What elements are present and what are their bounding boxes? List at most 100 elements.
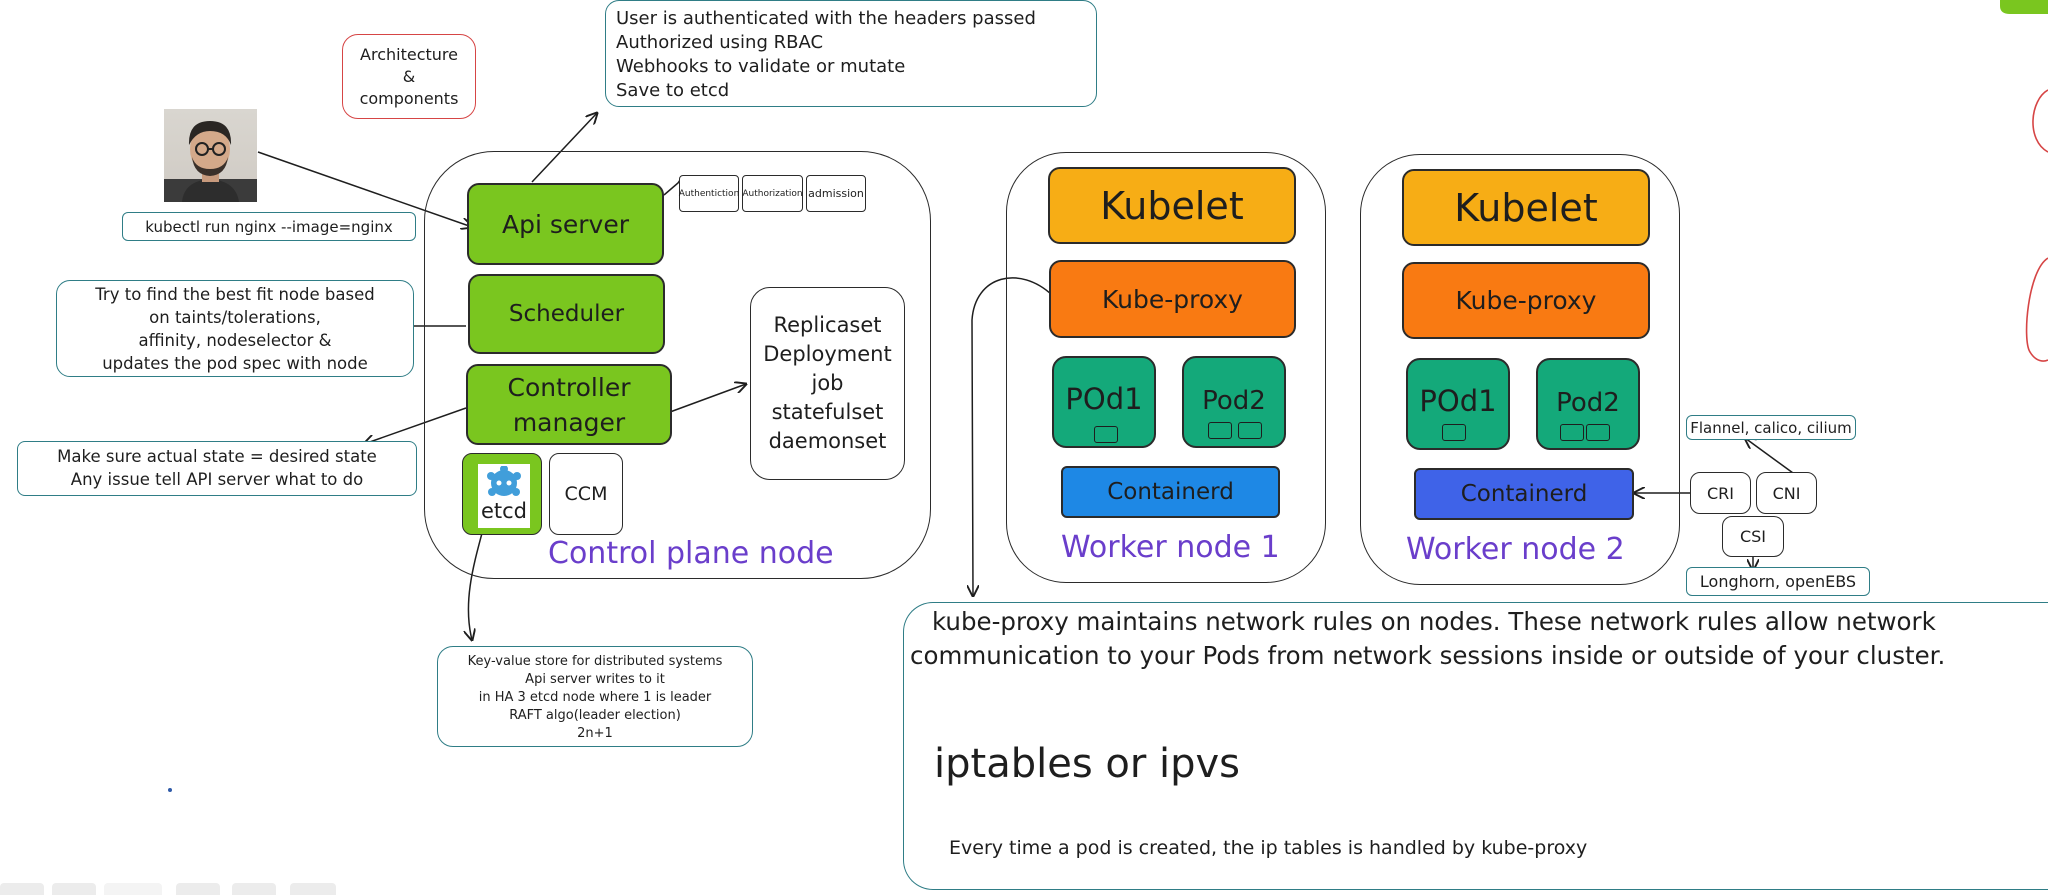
csi-examples-text: Longhorn, openEBS: [1699, 572, 1857, 591]
toolbar-tab[interactable]: [0, 883, 44, 895]
edge-shape-top: [2000, 0, 2048, 14]
worker-2-containerd: Containerd: [1414, 468, 1634, 520]
controller-note: Make sure actual state = desired state A…: [17, 441, 417, 496]
kube-proxy-note-line: kube-proxy maintains network rules on no…: [932, 607, 1936, 636]
etcd-label: etcd: [480, 499, 528, 523]
cni-examples-text: Flannel, calico, cilium: [1690, 418, 1852, 437]
toolbar-tab[interactable]: [176, 883, 220, 895]
architecture-note-line: &: [402, 66, 416, 86]
csi-examples-note: Longhorn, openEBS: [1686, 567, 1870, 596]
controller-manager-box: Controller manager: [466, 364, 672, 445]
csi-box: CSI: [1722, 516, 1784, 557]
controller-note-line: Any issue tell API server what to do: [70, 470, 364, 489]
edge-shape-red-2: [2025, 257, 2048, 362]
kube-proxy-note: kube-proxy maintains network rules on no…: [903, 602, 2048, 890]
worker-node-2: [1360, 154, 1680, 585]
architecture-note-line: Architecture: [360, 44, 458, 64]
etcd-note-line: Key-value store for distributed systems: [467, 654, 723, 669]
container-icon: [1208, 422, 1232, 439]
worker-2-pod1: POd1: [1406, 358, 1510, 450]
worker-2-pod2: Pod2: [1536, 358, 1640, 450]
etcd-note-line: in HA 3 etcd node where 1 is leader: [478, 690, 712, 705]
worker-2-pod1-label: POd1: [1419, 384, 1497, 418]
worker-1-title: Worker node 1: [1061, 530, 1280, 565]
cri-label: CRI: [1706, 483, 1734, 503]
toolbar-tab[interactable]: [290, 883, 336, 895]
controllers-list-item: daemonset: [768, 429, 887, 453]
cni-examples-note: Flannel, calico, cilium: [1686, 415, 1856, 440]
worker-1-kube-proxy-label: Kube-proxy: [1102, 284, 1243, 314]
authentication-plugin-label: Authentiction: [678, 188, 740, 199]
api-server-label: Api server: [501, 209, 629, 239]
scheduler-note-line: affinity, nodeselector &: [138, 331, 332, 350]
controller-to-note-arrow: [364, 407, 467, 444]
person-icon: [164, 121, 257, 202]
worker-1-pod2: Pod2: [1182, 356, 1286, 448]
kubectl-command-text: kubectl run nginx --image=nginx: [145, 217, 393, 236]
etcd-note-line: RAFT algo(leader election): [509, 708, 681, 723]
api-flow-note: User is authenticated with the headers p…: [605, 0, 1097, 107]
scheduler-note: Try to find the best fit node based on t…: [56, 280, 414, 377]
ccm-box: CCM: [549, 453, 623, 535]
presenter-avatar: [164, 109, 257, 202]
scheduler-note-line: updates the pod spec with node: [102, 354, 368, 373]
controllers-list-item: job: [811, 371, 844, 395]
toolbar-tab[interactable]: [52, 883, 96, 895]
container-icon: [1586, 424, 1610, 441]
scheduler-note-line: Try to find the best fit node based: [95, 285, 375, 304]
worker-1-pod1: POd1: [1052, 356, 1156, 448]
controllers-list: Replicaset Deployment job statefulset da…: [750, 287, 905, 480]
admission-plugin: admission: [806, 175, 866, 212]
authorization-plugin: Authorization: [742, 175, 803, 212]
authorization-plugin-label: Authorization: [742, 188, 803, 199]
kube-proxy-note-footer: Every time a pod is created, the ip tabl…: [949, 837, 1588, 859]
edge-shape-red-1: [2032, 89, 2048, 153]
control-plane-node: [424, 151, 931, 579]
admission-plugin-label: admission: [808, 187, 864, 200]
scheduler-label: Scheduler: [508, 301, 625, 327]
worker-1-pod1-label: POd1: [1065, 382, 1143, 416]
etcd-note: Key-value store for distributed systems …: [437, 646, 753, 747]
architecture-note-line: components: [359, 88, 459, 108]
toolbar-tab[interactable]: [104, 883, 162, 895]
etcd-logo: etcd: [478, 464, 530, 528]
container-icon: [1442, 424, 1466, 441]
worker-1-containerd: Containerd: [1061, 466, 1280, 518]
worker-2-kube-proxy: Kube-proxy: [1402, 262, 1650, 339]
controllers-list-item: Deployment: [763, 342, 892, 366]
api-flow-note-line: Webhooks to validate or mutate: [616, 56, 906, 77]
scheduler-note-line: on taints/tolerations,: [149, 308, 321, 327]
iptables-heading: iptables or ipvs: [934, 741, 1241, 787]
authentication-plugin: Authentiction: [679, 175, 739, 212]
controller-manager-label: Controller: [507, 372, 631, 402]
toolbar-tab[interactable]: [232, 883, 276, 895]
worker-node-1: [1006, 152, 1326, 583]
stray-dot: [168, 788, 172, 792]
api-server-box: Api server: [467, 183, 664, 265]
api-flow-note-line: Authorized using RBAC: [616, 32, 824, 53]
container-icon: [1094, 426, 1118, 443]
worker-2-kubelet-label: Kubelet: [1454, 185, 1598, 230]
worker-1-pod2-label: Pod2: [1202, 386, 1266, 416]
controller-note-line: Make sure actual state = desired state: [57, 447, 377, 466]
worker-2-containerd-label: Containerd: [1460, 481, 1588, 507]
kubectl-command-note: kubectl run nginx --image=nginx: [122, 212, 416, 241]
worker-2-kubelet: Kubelet: [1402, 169, 1650, 246]
ccm-label: CCM: [564, 483, 608, 505]
worker-2-pod2-label: Pod2: [1556, 388, 1620, 418]
worker-1-kube-proxy: Kube-proxy: [1049, 260, 1296, 338]
controllers-list-item: Replicaset: [773, 313, 882, 337]
worker-2-title: Worker node 2: [1406, 532, 1625, 567]
control-plane-title: Control plane node: [548, 536, 834, 571]
etcd-note-line: Api server writes to it: [525, 672, 665, 687]
controller-to-list-arrow: [669, 384, 746, 413]
worker-1-kubelet: Kubelet: [1048, 167, 1296, 244]
scheduler-box: Scheduler: [468, 274, 665, 354]
worker-2-kube-proxy-label: Kube-proxy: [1455, 286, 1597, 315]
worker-1-kubelet-label: Kubelet: [1100, 183, 1244, 228]
worker-1-containerd-label: Containerd: [1107, 479, 1234, 505]
etcd-note-line: 2n+1: [577, 726, 613, 741]
csi-label: CSI: [1739, 527, 1767, 546]
kube-proxy-note-line: communication to your Pods from network …: [910, 641, 1946, 670]
proxy-to-note-arrow: [972, 277, 1053, 596]
